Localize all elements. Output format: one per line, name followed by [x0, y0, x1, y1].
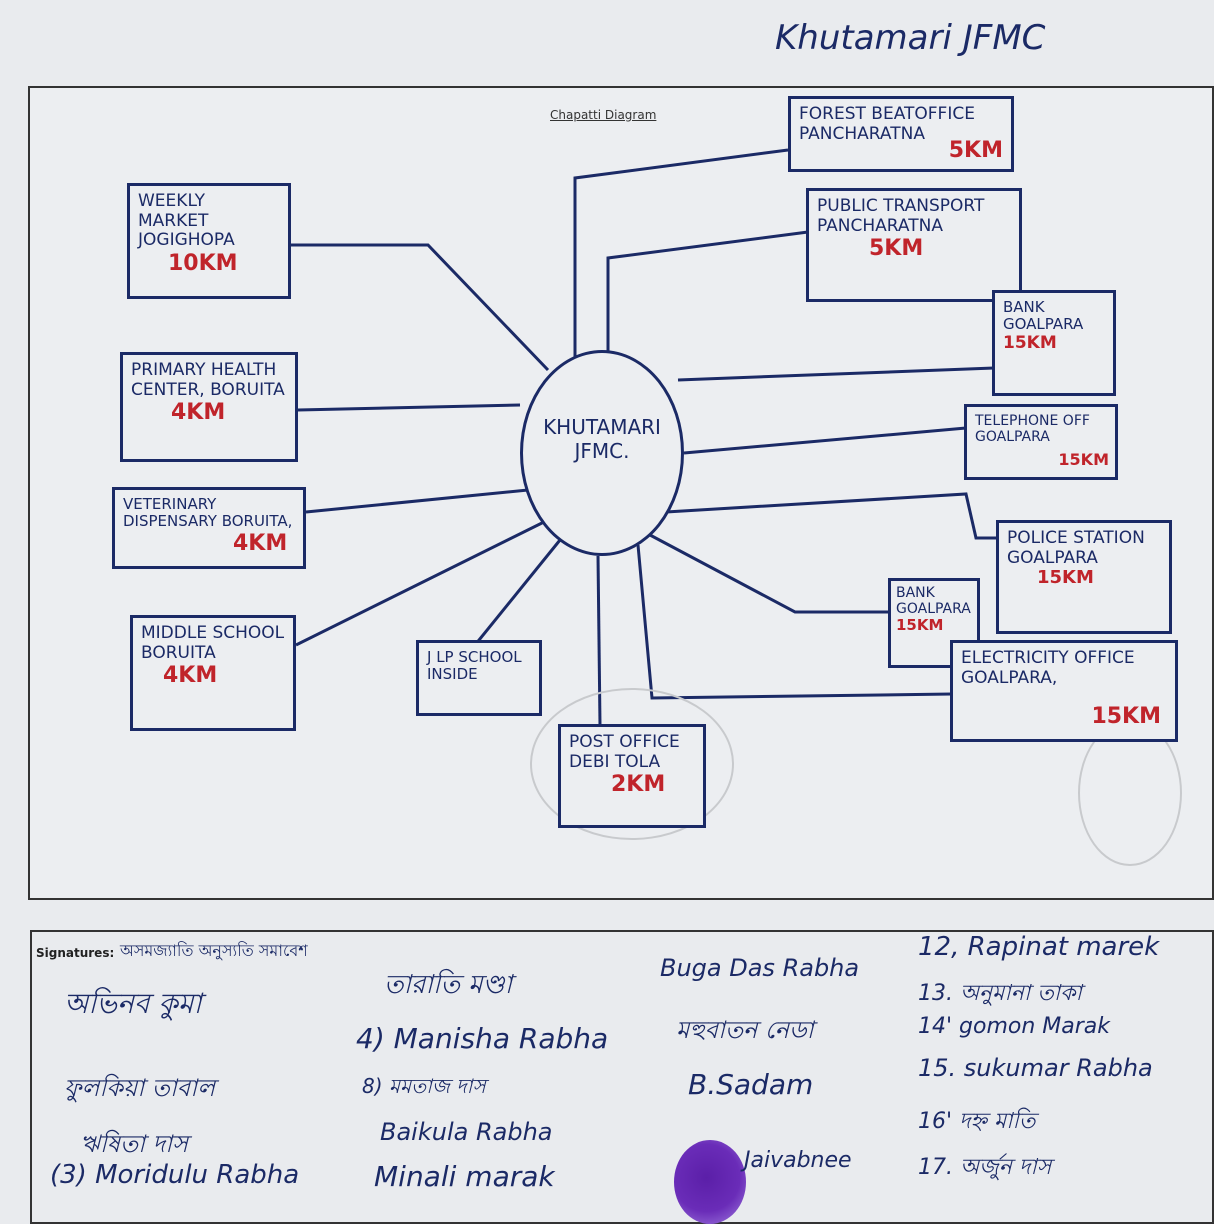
- signature-entry: Buga Das Rabha: [660, 954, 860, 982]
- signature-entry: ফুলকিয়া তাবাল: [64, 1074, 215, 1102]
- signature-entry: Baikula Rabha: [380, 1118, 553, 1146]
- node-label: VETERINARY DISPENSARY BORUITA,: [123, 495, 293, 531]
- link-forest-beat: [573, 148, 789, 360]
- node-label: PUBLIC TRANSPORT PANCHARATNA: [817, 196, 985, 236]
- node-veterinary: VETERINARY DISPENSARY BORUITA, 4KM: [112, 487, 306, 569]
- node-distance: 5KM: [869, 236, 924, 262]
- center-node-khutamari-jfmc: KHUTAMARI JFMC.: [520, 350, 684, 556]
- node-weekly-market: WEEKLY MARKET JOGIGHOPA 10KM: [127, 183, 291, 299]
- node-distance: 15KM: [896, 616, 944, 635]
- signature-header: অসমজ্যাতি অনুস্যতি সমাবেশ: [120, 941, 308, 960]
- signatures-label: Signatures:: [36, 946, 115, 960]
- signature-entry: 15. sukumar Rabha: [918, 1054, 1153, 1082]
- node-lp-school: J LP SCHOOL INSIDE: [416, 640, 542, 716]
- node-distance: 4KM: [163, 663, 218, 689]
- node-bank-1: BANK GOALPARA 15KM: [992, 290, 1116, 396]
- link-weekly-market: [290, 243, 550, 372]
- signature-entry: B.Sadam: [688, 1068, 814, 1101]
- signature-entry: ঋষিতা দাস: [80, 1130, 188, 1158]
- node-label: MIDDLE SCHOOL BORUITA: [141, 623, 285, 663]
- node-public-transport: PUBLIC TRANSPORT PANCHARATNA 5KM: [806, 188, 1022, 302]
- signature-entry: 14' gomon Marak: [918, 1014, 1111, 1039]
- node-label: ELECTRICITY OFFICE GOALPARA,: [961, 648, 1135, 688]
- thumbprint-mark: [674, 1140, 746, 1224]
- node-label: BANK GOALPARA: [896, 585, 971, 618]
- node-label: PRIMARY HEALTH CENTER, BORUITA: [131, 360, 285, 400]
- node-distance: 10KM: [168, 250, 238, 276]
- signature-entry: Jaivabnee: [744, 1148, 852, 1173]
- link-veterinary: [305, 488, 529, 514]
- node-distance: 15KM: [1091, 703, 1161, 729]
- node-label: POST OFFICE DEBI TOLA: [569, 732, 680, 772]
- node-label: FOREST BEATOFFICE PANCHARATNA: [799, 104, 975, 144]
- node-distance: 15KM: [1003, 332, 1057, 353]
- link-telephone: [683, 426, 967, 455]
- node-distance: 5KM: [948, 137, 1003, 163]
- node-primary-health: PRIMARY HEALTH CENTER, BORUITA 4KM: [120, 352, 298, 462]
- node-post-office: POST OFFICE DEBI TOLA 2KM: [558, 724, 706, 828]
- signature-entry: Minali marak: [374, 1160, 555, 1193]
- link-police: [665, 492, 998, 540]
- document-title: Khutamari JFMC: [775, 18, 1046, 58]
- signature-entry: (3) Moridulu Rabha: [50, 1160, 300, 1190]
- link-middle-school: [295, 518, 549, 647]
- signature-entry: মহুবাতন নেডা: [676, 1016, 814, 1044]
- node-label: J LP SCHOOL INSIDE: [427, 648, 522, 684]
- node-middle-school: MIDDLE SCHOOL BORUITA 4KM: [130, 615, 296, 731]
- signature-entry: অভিনব কুমা: [64, 987, 202, 1020]
- node-distance: 4KM: [233, 530, 288, 556]
- node-distance: 2KM: [611, 772, 666, 798]
- signature-entry: 8) মমতাজ দাস: [362, 1074, 486, 1098]
- signatures-panel: [30, 930, 1214, 1224]
- diagram-heading: Chapatti Diagram: [550, 108, 657, 122]
- node-label: TELEPHONE OFF GOALPARA: [975, 413, 1090, 446]
- signature-entry: 13. অনুমানা তাকা: [918, 981, 1082, 1006]
- link-primary-health: [297, 403, 521, 412]
- signature-entry: 4) Manisha Rabha: [356, 1022, 609, 1055]
- node-distance: 4KM: [171, 400, 226, 426]
- link-lp-school: [473, 539, 562, 646]
- node-label: POLICE STATION GOALPARA: [1007, 528, 1145, 568]
- link-public-transport: [606, 230, 809, 352]
- link-bank-2: [649, 533, 892, 614]
- node-distance: 15KM: [1058, 449, 1109, 469]
- node-distance: 15KM: [1037, 567, 1094, 589]
- node-police: POLICE STATION GOALPARA 15KM: [996, 520, 1172, 634]
- signature-entry: 17. অর্জুন দাস: [918, 1155, 1052, 1180]
- faint-circle-mark: [530, 688, 734, 840]
- node-label: WEEKLY MARKET JOGIGHOPA: [138, 191, 235, 251]
- node-telephone: TELEPHONE OFF GOALPARA 15KM: [964, 404, 1118, 480]
- node-electricity: ELECTRICITY OFFICE GOALPARA, 15KM: [950, 640, 1178, 742]
- node-label: BANK GOALPARA: [1003, 298, 1084, 334]
- signature-entry: 12, Rapinat marek: [918, 932, 1160, 962]
- signature-entry: তারাতি মণ্ডা: [384, 970, 513, 1000]
- signature-entry: 16' দহ্ন মাতি: [918, 1109, 1036, 1134]
- node-forest-beat: FOREST BEATOFFICE PANCHARATNA 5KM: [788, 96, 1014, 172]
- link-bank-1: [677, 366, 995, 382]
